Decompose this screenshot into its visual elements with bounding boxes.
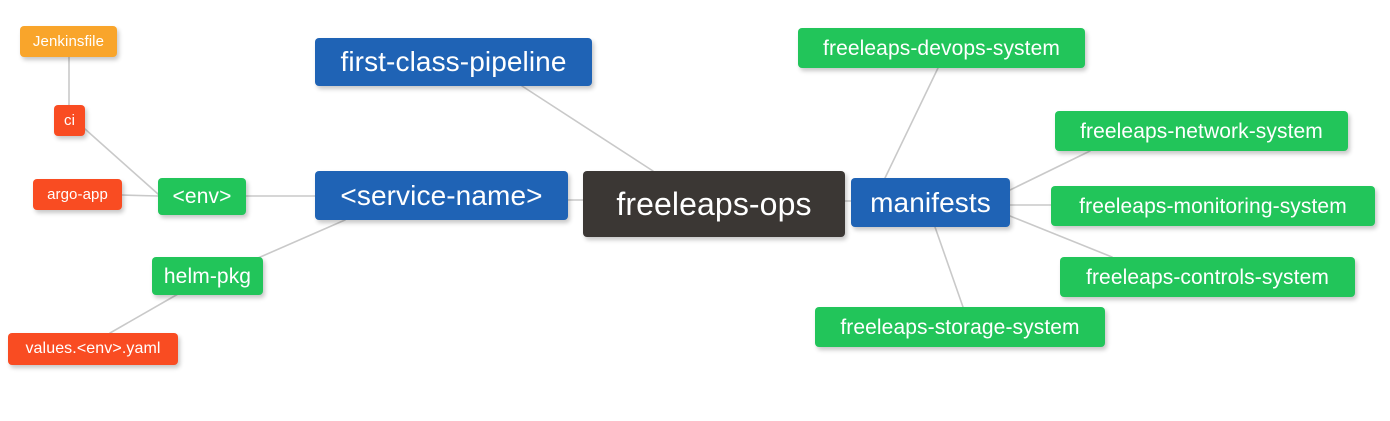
edge-values-yaml-to-helm-pkg (109, 293, 179, 334)
edge-argo-app-to-env (121, 194, 159, 197)
edge-first-class-pipeline-to-freeleaps-ops (521, 85, 654, 172)
node-argo-app[interactable]: argo-app (33, 179, 122, 210)
node-service-name[interactable]: <service-name> (315, 171, 568, 220)
edge-manifests-to-network-system (1009, 150, 1091, 191)
node-storage-system[interactable]: freeleaps-storage-system (815, 307, 1105, 347)
node-controls-system[interactable]: freeleaps-controls-system (1060, 257, 1355, 297)
node-ci[interactable]: ci (54, 105, 85, 136)
node-devops-system[interactable]: freeleaps-devops-system (798, 28, 1085, 68)
node-monitoring-system[interactable]: freeleaps-monitoring-system (1051, 186, 1375, 226)
node-jenkinsfile[interactable]: Jenkinsfile (20, 26, 117, 57)
edge-manifests-to-devops-system (884, 67, 939, 179)
node-env[interactable]: <env> (158, 178, 246, 215)
edge-manifests-to-storage-system (934, 226, 964, 308)
node-helm-pkg[interactable]: helm-pkg (152, 257, 263, 295)
node-manifests[interactable]: manifests (851, 178, 1010, 227)
node-network-system[interactable]: freeleaps-network-system (1055, 111, 1348, 151)
edge-helm-pkg-to-service-name (257, 219, 346, 259)
node-freeleaps-ops[interactable]: freeleaps-ops (583, 171, 845, 237)
node-values-yaml[interactable]: values.<env>.yaml (8, 333, 178, 365)
node-first-class-pipeline[interactable]: first-class-pipeline (315, 38, 592, 86)
